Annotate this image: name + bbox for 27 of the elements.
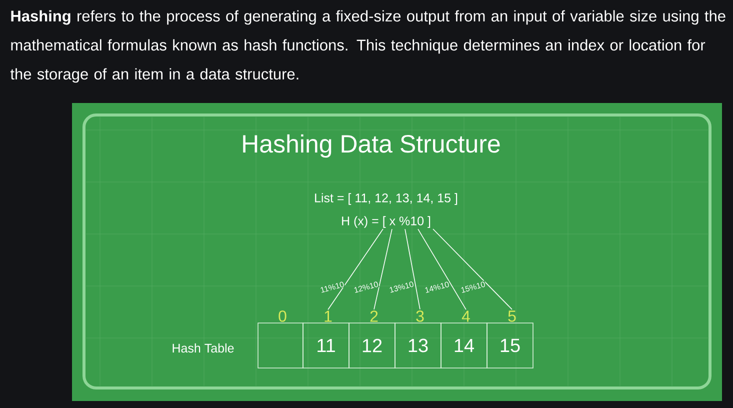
formula-text: H (x) = [ x %10 ] (342, 216, 430, 228)
index-number: 0 (278, 310, 286, 322)
table-cell: 15 (486, 322, 534, 368)
row-label: Hash Table (172, 343, 234, 353)
empty-cell (258, 322, 304, 368)
table-cell: 14 (440, 322, 488, 368)
edge-label: 13%10 (390, 282, 414, 293)
edge-label: 11%10 (320, 282, 344, 293)
edge-label: 12%10 (354, 282, 378, 293)
edge-label: 14%10 (425, 282, 449, 293)
table-cell: 11 (302, 322, 350, 368)
table-cell: 12 (348, 322, 396, 368)
index-number: 3 (416, 310, 424, 322)
title: Hashing Data Structure (243, 134, 500, 158)
table-cell: 13 (394, 322, 442, 368)
edge-label: 15%10 (461, 282, 485, 293)
index-number: 1 (324, 310, 332, 322)
connector-line (328, 228, 384, 310)
connector-line (418, 228, 466, 310)
intro-paragraph: Hashing refers to the process of generating a fixed-size output from an input of variable size using the mathematical formulas known as hash functions. This technique determines an index or location for the storage of an item in a data structure. (10, 10, 726, 83)
index-number: 5 (508, 310, 516, 322)
index-number: 2 (370, 310, 378, 322)
list-text: List = [ 11, 12, 13, 14, 15 ] (315, 193, 458, 205)
connector-line (404, 228, 420, 310)
connector-line (374, 228, 392, 310)
connector-line (432, 228, 512, 310)
index-number: 4 (462, 310, 470, 322)
